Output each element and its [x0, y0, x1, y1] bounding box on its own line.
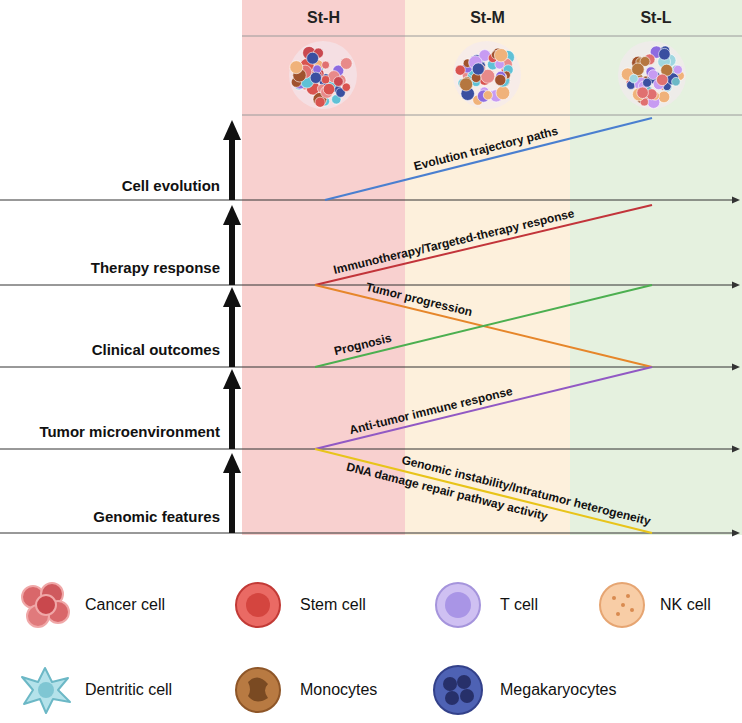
tumor-cell — [322, 76, 330, 84]
tumor-cell — [334, 77, 344, 87]
tumor-cell — [656, 74, 668, 86]
trend-line — [325, 118, 652, 200]
tumor-cell — [672, 77, 681, 86]
trend-line — [315, 205, 652, 285]
axis-line — [0, 200, 734, 201]
axis-arrowhead — [732, 197, 740, 204]
trend-line — [315, 285, 652, 367]
axis-line — [0, 533, 734, 534]
legend-label: Dentritic cell — [85, 681, 172, 699]
row-label: Therapy response — [0, 259, 220, 276]
stage-band: St-L — [570, 0, 742, 535]
row-label: Tumor microenvironment — [0, 423, 220, 440]
tumor-cell — [323, 83, 335, 95]
tumor-cell — [322, 61, 330, 69]
nk-cell-icon — [600, 583, 644, 627]
stage-label: St-M — [405, 0, 570, 27]
tumor-cell — [472, 63, 484, 75]
up-arrow-shaft — [229, 223, 235, 285]
tumor-cell — [495, 74, 506, 85]
legend-label: Cancer cell — [85, 596, 165, 614]
monocyte-icon — [236, 668, 280, 712]
tumor-cell — [659, 48, 671, 60]
legend-label: NK cell — [660, 596, 711, 614]
tumor-cell — [643, 78, 652, 87]
trend-line — [315, 367, 652, 449]
stage-band: St-M — [405, 0, 570, 535]
axis-line — [0, 367, 734, 368]
tumor-cell — [310, 72, 321, 83]
tumor-cell — [673, 65, 682, 74]
row-label: Cell evolution — [0, 177, 220, 194]
tumor-cell — [460, 78, 473, 91]
band-fill — [405, 0, 570, 535]
up-arrow-shaft — [229, 387, 235, 449]
tumor-cluster-halo — [289, 41, 357, 109]
tumor-cluster-halo — [618, 41, 686, 109]
cancer-cell-icon — [22, 583, 69, 627]
stage-label: St-H — [242, 0, 405, 27]
header-rule — [242, 115, 742, 116]
axis-arrowhead — [732, 282, 740, 289]
up-arrow-shaft — [229, 471, 235, 533]
tumor-cell — [637, 87, 649, 99]
band-fill — [570, 0, 742, 535]
up-arrow-head — [223, 369, 241, 389]
header-rule — [242, 36, 742, 37]
up-arrow-shaft — [229, 138, 235, 200]
up-arrow-head — [223, 205, 241, 225]
trend-line — [315, 449, 652, 533]
up-arrow-head — [223, 120, 241, 140]
up-arrow-head — [223, 287, 241, 307]
row-label: Genomic features — [0, 508, 220, 525]
legend-label: Megakaryocytes — [500, 681, 617, 699]
stage-band: St-H — [242, 0, 405, 535]
band-fill — [242, 0, 405, 535]
tumor-cell — [455, 65, 465, 75]
stage-label: St-L — [570, 0, 742, 27]
tumor-cell — [340, 58, 352, 70]
megakaryocyte-icon — [434, 666, 482, 714]
dendritic-cell-icon — [22, 668, 70, 713]
axis-line — [0, 449, 734, 450]
tumor-cell — [315, 97, 325, 107]
tumor-cell — [629, 74, 638, 83]
t-cell-icon — [436, 583, 480, 627]
legend-label: T cell — [500, 596, 538, 614]
row-label: Clinical outcomes — [0, 341, 220, 358]
axis-arrowhead — [732, 364, 740, 371]
up-arrow-shaft — [229, 305, 235, 367]
tumor-cell — [496, 86, 510, 100]
legend-label: Monocytes — [300, 681, 377, 699]
tumor-cell — [290, 61, 303, 74]
tumor-cell — [494, 49, 507, 62]
up-arrow-head — [223, 453, 241, 473]
tumor-cell — [307, 52, 319, 64]
trend-line — [315, 285, 652, 367]
stem-cell-icon — [236, 583, 280, 627]
tumor-cluster-halo — [453, 41, 521, 109]
tumor-cell — [632, 63, 645, 76]
tumor-cell — [342, 83, 350, 91]
tumor-cell — [483, 91, 492, 100]
axis-arrowhead — [732, 530, 740, 537]
legend-label: Stem cell — [300, 596, 366, 614]
axis-arrowhead — [732, 446, 740, 453]
